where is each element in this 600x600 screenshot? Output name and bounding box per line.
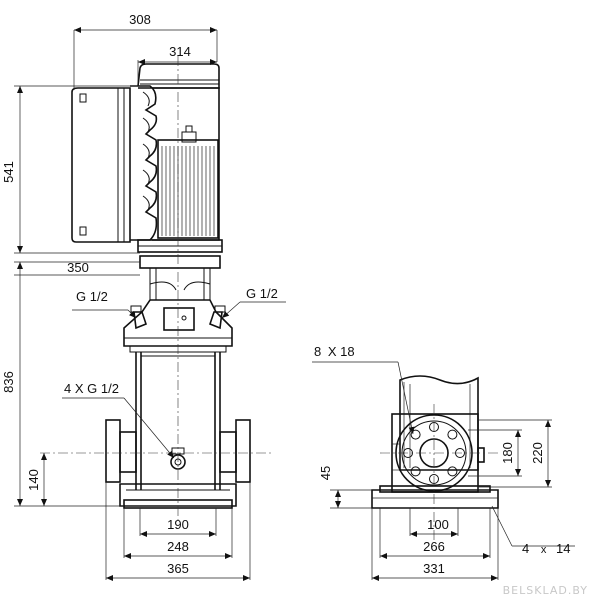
dim-flange-bcd: 180 [500, 442, 515, 464]
side-base [371, 485, 499, 509]
dim-side-mid: 266 [423, 539, 445, 554]
label-right-gauge: G 1/2 [246, 286, 278, 301]
side-dimension-lines [335, 420, 551, 581]
dim-bolt-count: 8 [314, 344, 321, 359]
port-labels: G 1/2 G 1/2 4 X G 1/2 [64, 286, 278, 396]
dimension-labels: 308 314 541 350 836 140 190 248 365 8 X … [1, 12, 570, 576]
motor-fan-cover [137, 63, 220, 89]
dim-foot-hole-x: x [541, 544, 547, 556]
side-leader-lines [312, 361, 575, 547]
front-leader-lines [62, 301, 286, 459]
dim-foot-hole-size: 14 [556, 541, 570, 556]
front-view [14, 27, 286, 581]
dim-side-total: 331 [423, 561, 445, 576]
dim-top-width: 308 [129, 12, 151, 27]
dim-bolt-square: 8 X 18 [314, 344, 355, 359]
dim-foot-hole-count: 4 [522, 541, 529, 556]
label-left-gauge: G 1/2 [76, 289, 108, 304]
dim-port-height: 140 [26, 469, 41, 491]
dim-base-mid: 248 [167, 539, 189, 554]
dim-foot-hole: 4 x 14 [522, 541, 570, 556]
dim-base-inner: 190 [167, 517, 189, 532]
motor-stool [139, 255, 221, 300]
motor-cooling-ribs [161, 146, 215, 236]
dim-side-foot: 45 [318, 466, 333, 480]
dim-side-inner: 100 [427, 517, 449, 532]
front-extension-lines [14, 30, 251, 580]
motor-terminal-box [71, 85, 158, 243]
pump-flanges [105, 419, 251, 483]
watermark: BELSKLAD.BY [503, 584, 588, 597]
dim-motor-height: 541 [1, 161, 16, 183]
dim-bolt-hole: 18 [340, 344, 354, 359]
dim-base-total: 365 [167, 561, 189, 576]
dim-total-height: 836 [1, 371, 16, 393]
dim-flange-od: 220 [530, 442, 545, 464]
label-drain-ports: 4 X G 1/2 [64, 381, 119, 396]
front-dimension-lines [14, 27, 250, 581]
dim-motor-width: 314 [169, 44, 191, 59]
dim-flange-height: 350 [67, 260, 89, 275]
side-view [312, 361, 575, 581]
motor-body [132, 87, 223, 253]
flange-bolt-holes [403, 422, 465, 484]
dim-bolt-x: X [328, 344, 337, 359]
